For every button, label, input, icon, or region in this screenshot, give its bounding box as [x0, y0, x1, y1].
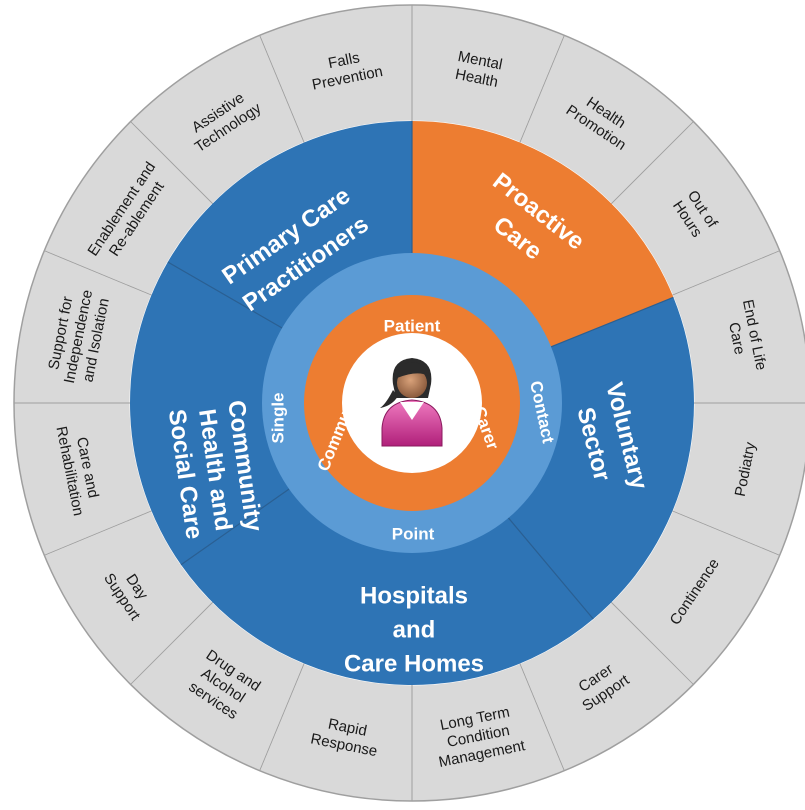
sector-label-community-health-and-social-care: CommunityHealth andSocial Care	[163, 399, 268, 542]
outer-divider	[44, 250, 152, 296]
outer-divider	[672, 250, 780, 296]
outer-divider	[259, 663, 305, 771]
sector-divider	[550, 296, 674, 348]
outer-divider	[44, 510, 152, 556]
outer-ring-dividers	[14, 5, 805, 801]
outer-label-support-for-independence-and-isolation: Support forIndependenceand Isolation	[43, 285, 114, 389]
outer-divider	[130, 121, 213, 204]
label-point: Point	[392, 525, 435, 544]
outer-ring-border	[13, 4, 805, 802]
sector-hospitals-and-care-homes	[180, 487, 594, 685]
label-single: Single	[269, 392, 288, 443]
sector-ring-dividers	[167, 121, 674, 620]
sector-divider	[180, 488, 290, 566]
outer-divider	[611, 121, 694, 204]
outer-divider	[259, 35, 305, 143]
sector-proactive-care	[412, 121, 674, 348]
outer-divider	[672, 510, 780, 556]
sector-primary-care-practitioners	[167, 121, 412, 329]
sector-divider	[167, 261, 283, 329]
sector-divider	[507, 517, 594, 620]
label-patient: Patient	[384, 317, 441, 336]
outer-divider	[611, 602, 694, 685]
outer-divider	[130, 602, 213, 685]
outer-divider	[519, 35, 565, 143]
sector-ring	[129, 121, 694, 685]
sector-voluntary-sector	[507, 297, 694, 620]
sector-community-health-and-social-care	[129, 262, 291, 565]
outer-divider	[519, 663, 565, 771]
patient-person-icon	[380, 358, 443, 447]
outer-services-ring	[13, 4, 805, 802]
